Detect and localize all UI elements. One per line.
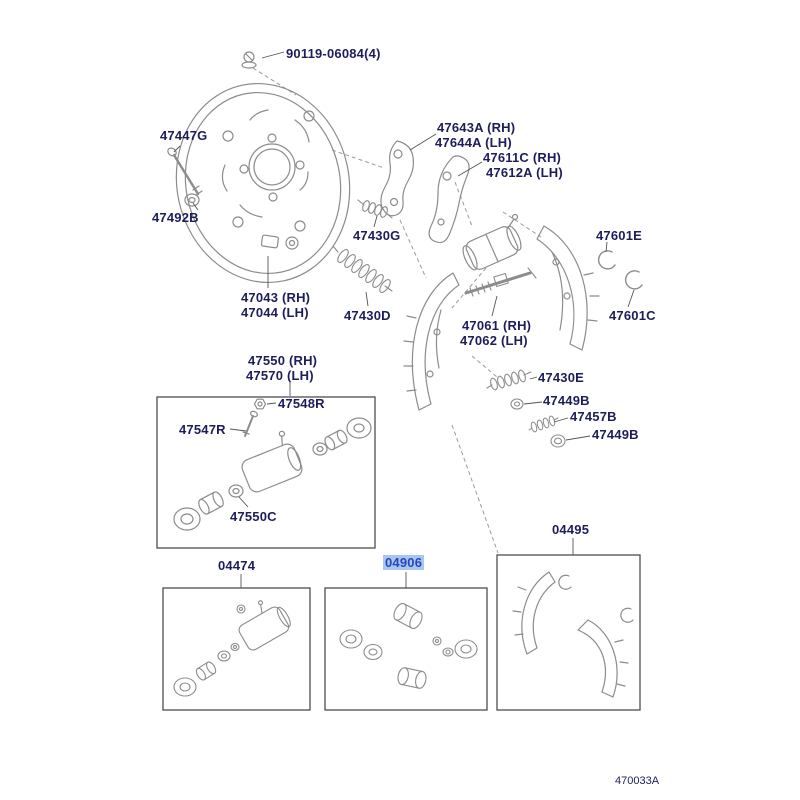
pin-drawing <box>167 147 203 196</box>
kit-04474-contents-drawing <box>173 600 291 697</box>
part-label-47430e[interactable]: 47430E <box>538 370 585 385</box>
part-label-47457b[interactable]: 47457B <box>570 409 617 424</box>
part-label-47449b-2[interactable]: 47449B <box>592 427 639 442</box>
part-label-47548r[interactable]: 47548R <box>278 396 325 411</box>
part-label-47611c[interactable]: 47611C (RH) <box>483 150 562 165</box>
wheel-cylinder-drawing <box>462 213 522 271</box>
part-label-47601e[interactable]: 47601E <box>596 228 643 243</box>
spring-47430e-drawing <box>486 369 532 391</box>
part-label-47612a[interactable]: 47612A (LH) <box>486 165 563 180</box>
spring-47430g-drawing <box>357 199 393 219</box>
figure-code: 470033A <box>615 775 660 787</box>
kit-47550-contents-drawing <box>173 398 372 531</box>
adjust-lever-drawing <box>380 140 415 217</box>
leader-lines <box>173 51 635 588</box>
part-label-04474[interactable]: 04474 <box>218 558 256 573</box>
adjuster-rod-drawing <box>464 267 537 297</box>
part-label-47449b-1[interactable]: 47449B <box>543 393 590 408</box>
part-label-47644a[interactable]: 47644A (LH) <box>435 135 512 150</box>
part-label-47547r[interactable]: 47547R <box>179 422 226 437</box>
kit-04495-contents-drawing <box>512 571 634 698</box>
part-label-47492b[interactable]: 47492B <box>152 210 199 225</box>
kit-04906-contents-drawing <box>339 602 478 689</box>
part-label-47550c[interactable]: 47550C <box>230 509 277 524</box>
part-label-47601c[interactable]: 47601C <box>609 308 656 323</box>
kit-box-47550 <box>156 396 376 549</box>
kit-box-04495 <box>496 554 641 711</box>
shoe-strut-drawing <box>428 155 470 244</box>
c-clip-e-drawing <box>597 250 616 270</box>
part-label-47044[interactable]: 47044 (LH) <box>241 305 309 320</box>
part-label-47062[interactable]: 47062 (LH) <box>460 333 528 348</box>
assembly-dashed-lines <box>252 67 542 554</box>
part-label-47430d[interactable]: 47430D <box>344 308 391 323</box>
cup-47449b-drawing <box>550 434 566 448</box>
part-label-04906-highlighted[interactable]: 04906 <box>383 555 425 570</box>
part-label-90119-06084[interactable]: 90119-06084(4) <box>286 46 381 61</box>
spring-47457b-drawing <box>528 415 559 433</box>
kit-box-04474 <box>162 587 311 711</box>
bolt-drawing <box>241 51 257 69</box>
spring-47430d-drawing <box>332 245 393 293</box>
part-label-47643a[interactable]: 47643A (RH) <box>437 120 516 135</box>
brake-shoe-center-drawing <box>403 272 460 411</box>
part-label-47061[interactable]: 47061 (RH) <box>462 318 532 333</box>
brake-shoe-right-drawing <box>536 225 600 351</box>
part-label-04495[interactable]: 04495 <box>552 522 590 537</box>
part-label-47550[interactable]: 47550 (RH) <box>248 353 318 368</box>
c-clip-c-drawing <box>624 270 643 290</box>
grommet-drawing <box>184 193 200 207</box>
part-label-47570[interactable]: 47570 (LH) <box>246 368 314 383</box>
backing-plate-drawing <box>175 82 351 284</box>
part-label-47043[interactable]: 47043 (RH) <box>241 290 311 305</box>
part-label-47447g[interactable]: 47447G <box>160 128 208 143</box>
washer-1-drawing <box>510 398 524 410</box>
part-label-47430g[interactable]: 47430G <box>353 228 401 243</box>
